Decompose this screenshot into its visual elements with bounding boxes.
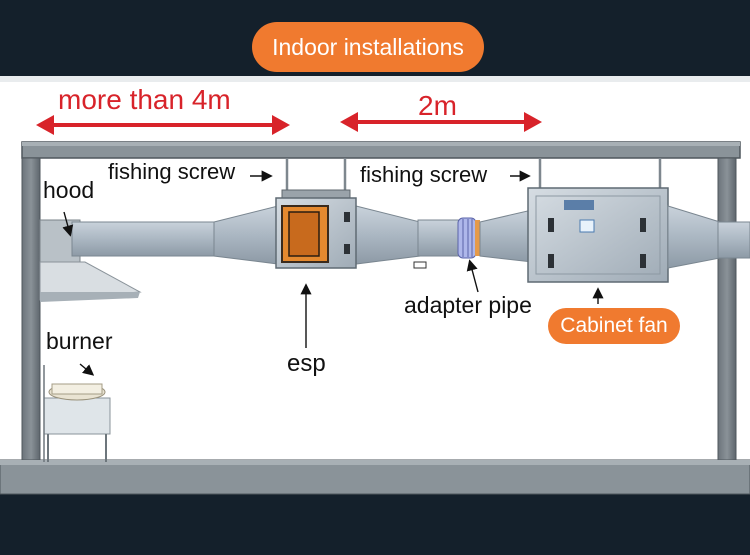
esp-unit [275,197,357,269]
floor [0,459,750,495]
dimension-right-label: 2m [418,90,457,121]
right-wall [717,157,737,465]
arrow-icon [79,363,95,376]
left-wall [21,157,41,465]
title-banner: Indoor installations [252,22,484,72]
duct-pipe-left [71,221,219,257]
duct-pipe-middle [417,219,461,257]
ceiling-beam [21,141,741,159]
arrow-icon [466,259,479,293]
duct-pipe-right [717,221,750,259]
burner-label: burner [46,328,113,354]
adapter-pipe [457,217,480,259]
title-banner-text: Indoor installations [272,33,464,60]
burner-stove [43,365,111,462]
fishing-screw-left-label: fishing screw [108,159,236,184]
arrow-icon [62,211,74,237]
hood-label: hood [43,177,95,203]
cabinet-fan-unit [527,187,669,283]
esp-label: esp [287,350,326,377]
fishing-screw-right-label: fishing screw [360,162,488,187]
cabinet-fan-badge: Cabinet fan [548,308,680,344]
dimension-left-label: more than 4m [58,84,231,115]
adapter-pipe-label: adapter pipe [404,292,532,318]
cabinet-fan-label: Cabinet fan [560,314,668,337]
